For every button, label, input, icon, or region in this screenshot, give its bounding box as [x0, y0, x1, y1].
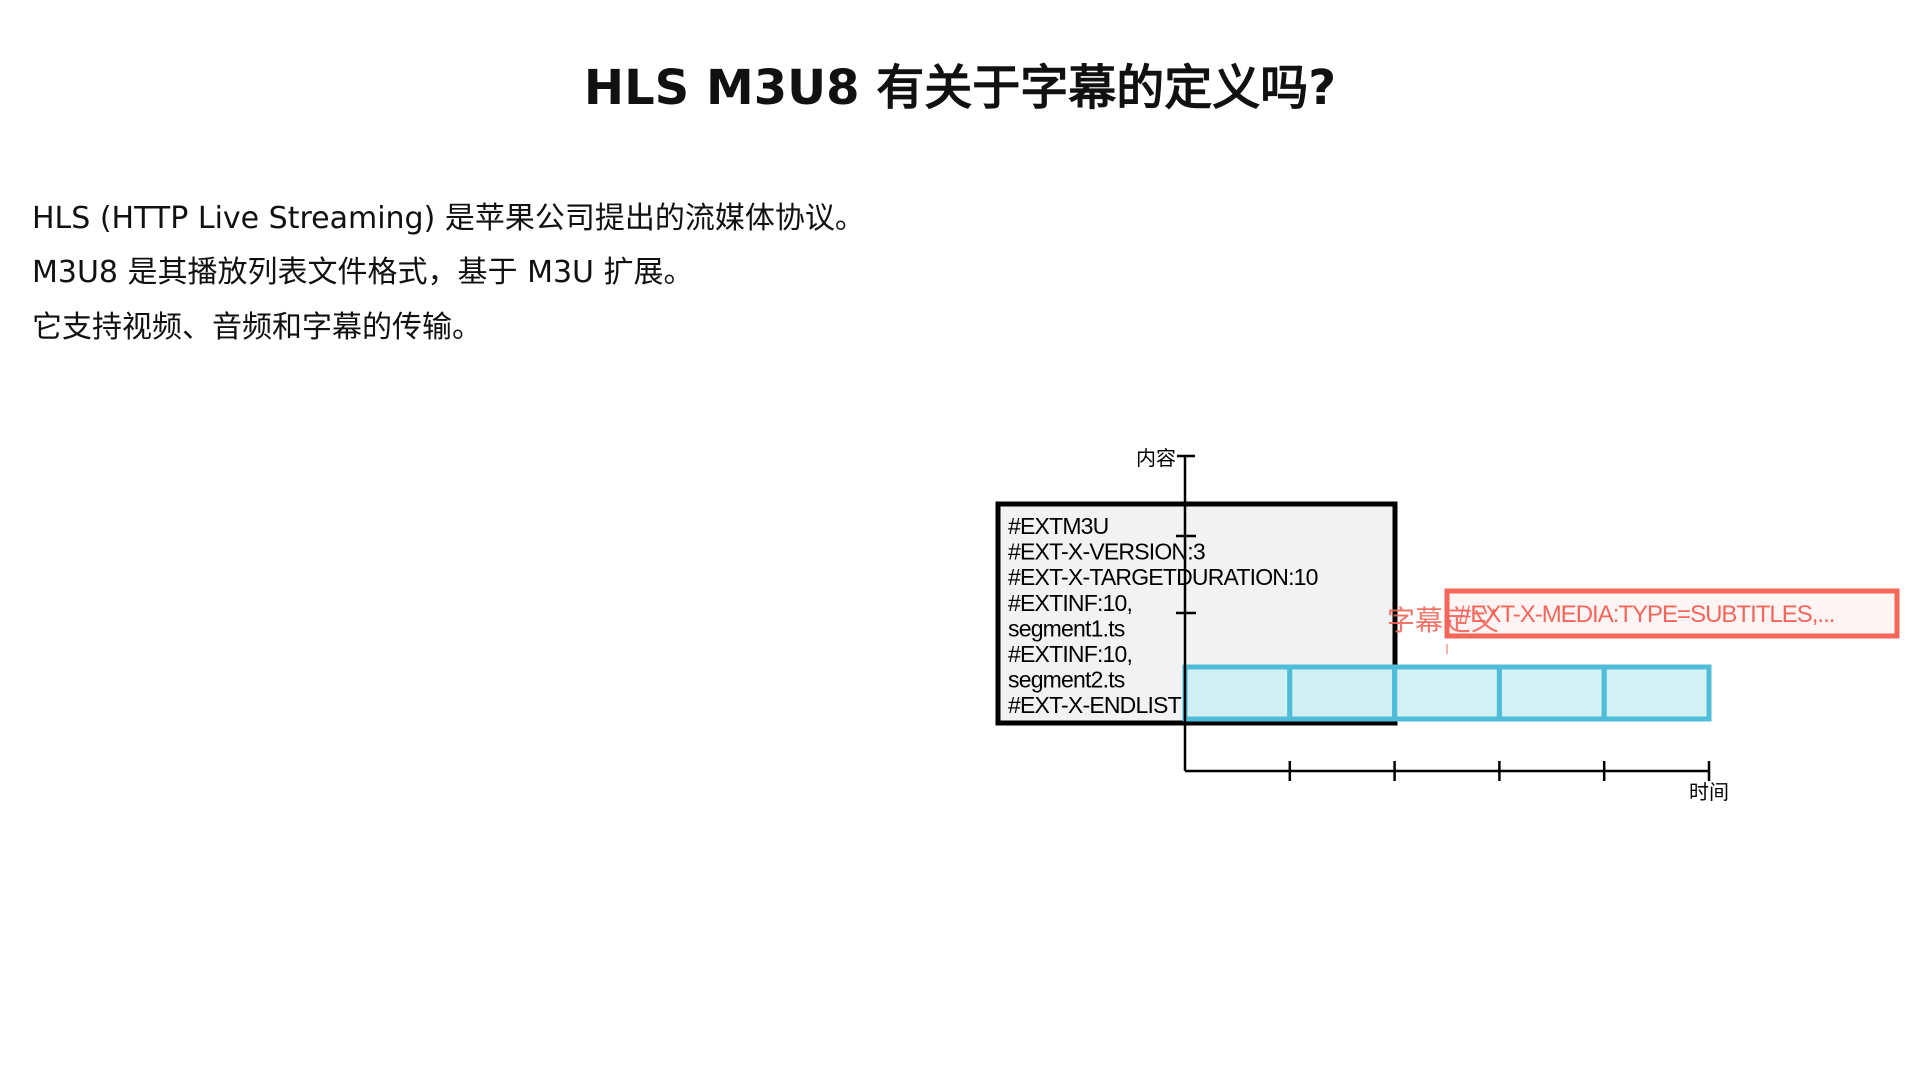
y-axis-label: 内容	[1136, 446, 1176, 470]
playlist-line: #EXTINF:10,	[1008, 590, 1132, 616]
playlist-text: #EXTM3U#EXT-X-VERSION:3#EXT-X-TARGETDURA…	[1008, 513, 1318, 718]
page-title: HLS M3U8 有关于字幕的定义吗?	[583, 60, 1337, 116]
playlist-line: #EXTINF:10,	[1008, 641, 1132, 667]
segment-block	[1496, 664, 1607, 722]
x-axis-label: 时间	[1689, 780, 1729, 804]
intro-line-2: M3U8 是其播放列表文件格式，基于 M3U 扩展。	[32, 255, 694, 290]
intro-line-1: HLS (HTTP Live Streaming) 是苹果公司提出的流媒体协议。	[32, 201, 865, 236]
playlist-line: #EXT-X-TARGETDURATION:10	[1008, 564, 1318, 590]
playlist-line: segment1.ts	[1008, 615, 1125, 641]
playlist-line: #EXT-X-ENDLIST	[1008, 692, 1182, 718]
segment-block	[1182, 664, 1293, 722]
subtitle-tag-box	[1444, 588, 1900, 639]
intro-line-3: 它支持视频、音频和字幕的传输。	[32, 310, 482, 345]
playlist-line: #EXT-X-VERSION:3	[1008, 539, 1205, 565]
playlist-line: #EXTM3U	[1008, 513, 1108, 539]
subtitle-tag: #EXT-X-MEDIA:TYPE=SUBTITLES,...	[1458, 601, 1834, 628]
playlist-line: segment2.ts	[1008, 667, 1125, 693]
segment-block	[1287, 664, 1398, 722]
segments-group	[1182, 664, 1712, 722]
subtitle-label: 字幕定义	[1387, 604, 1499, 637]
segment-block	[1392, 664, 1502, 722]
segment-block	[1601, 664, 1712, 722]
